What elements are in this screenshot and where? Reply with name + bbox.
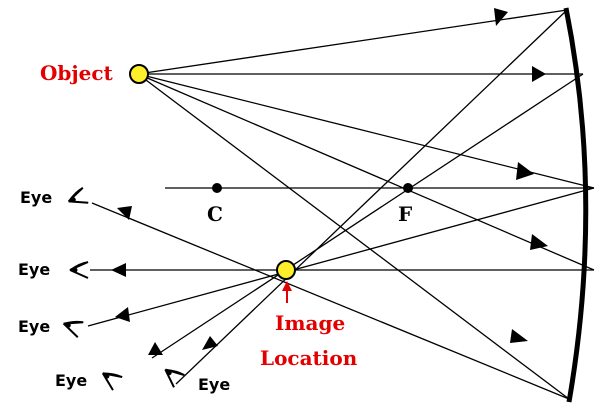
incident-rays [137, 9, 595, 400]
image-marker [276, 260, 296, 280]
arrowhead [532, 66, 546, 82]
incident-arrowheads [494, 8, 548, 343]
arrowhead [202, 336, 218, 350]
eye-label-2: Eye [18, 260, 50, 279]
arrowhead [111, 263, 126, 277]
eye-icon [164, 368, 185, 388]
arrowhead [510, 329, 528, 343]
eye-label-4: Eye [55, 371, 87, 390]
eye-icon [101, 372, 123, 391]
image-location-label-line2: Location [260, 346, 358, 370]
focal-label: F [398, 202, 412, 226]
arrowhead [516, 162, 534, 180]
reflected-rays [87, 9, 595, 400]
object-marker [129, 64, 149, 84]
center-label: C [207, 202, 223, 226]
center-point [212, 183, 222, 193]
eye-icon [62, 320, 84, 338]
concave-mirror [563, 7, 589, 403]
eye-label-1: Eye [20, 188, 52, 207]
arrowhead [148, 342, 163, 355]
eye-label-3: Eye [18, 317, 50, 336]
eye-icon [69, 261, 89, 279]
arrowhead [494, 8, 508, 26]
object-label: Object [40, 61, 114, 85]
focal-point [403, 183, 413, 193]
reflected-arrowheads [111, 206, 218, 355]
arrowhead [117, 206, 132, 220]
arrowhead [115, 307, 130, 322]
eye-label-5: Eye [198, 375, 230, 394]
eye-icon [67, 187, 89, 204]
arrowhead [530, 234, 548, 250]
image-location-label-line1: Image [275, 311, 345, 335]
image-pointer-arrowhead [282, 281, 292, 291]
